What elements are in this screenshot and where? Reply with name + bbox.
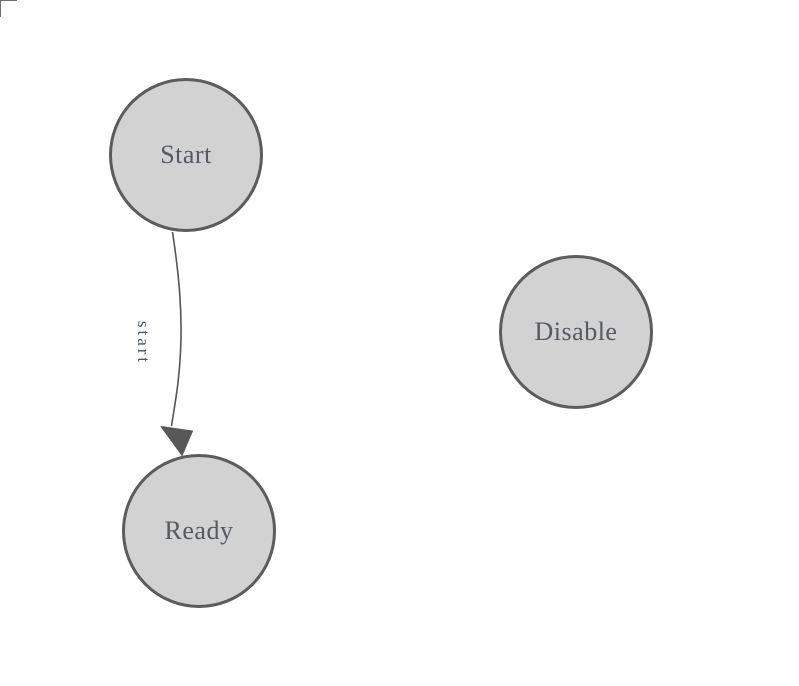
state-node-disable-label: Disable <box>534 317 618 346</box>
state-node-ready-label: Ready <box>164 516 234 545</box>
state-node-start[interactable]: Start <box>109 78 263 232</box>
transition-label-start[interactable]: start <box>134 320 153 366</box>
state-node-ready[interactable]: Ready <box>122 454 276 608</box>
state-node-start-label: Start <box>160 140 212 169</box>
arrowhead-icon[interactable] <box>160 426 193 456</box>
state-node-disable[interactable]: Disable <box>499 255 653 409</box>
corner-mark-icon <box>0 0 17 17</box>
transition-path-start-ready[interactable] <box>170 231 182 427</box>
